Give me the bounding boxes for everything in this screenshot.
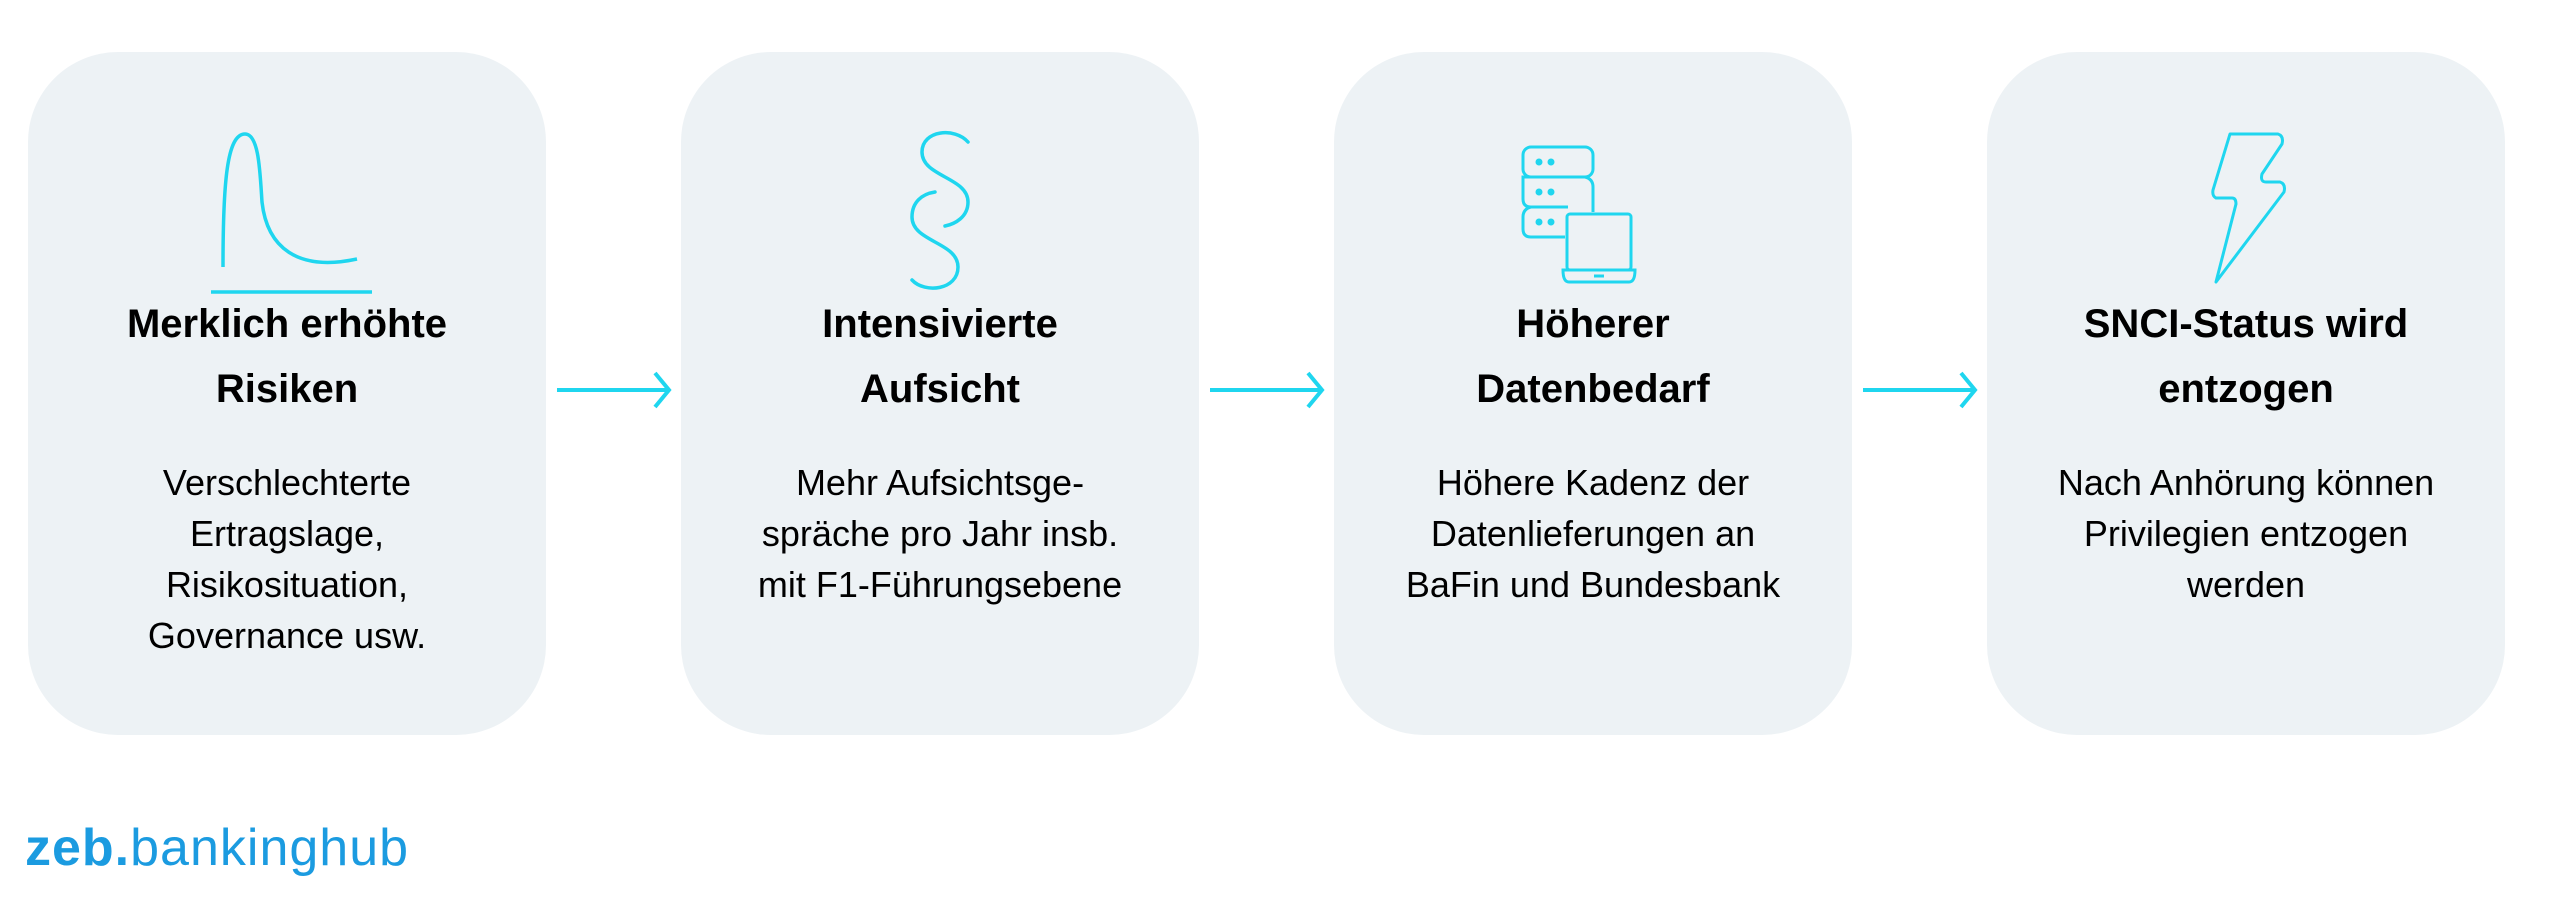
logo-light-text: bankinghub: [130, 819, 410, 877]
step-title: Merklich erhöhte Risiken: [38, 292, 536, 422]
step-title: Höherer Datenbedarf: [1344, 292, 1842, 422]
title-line: Datenbedarf: [1476, 367, 1710, 411]
logo-bold-text: zeb.: [25, 819, 131, 877]
step-card-4: SNCI-Status wird entzogen Nach Anhörung …: [1987, 52, 2505, 735]
title-line: entzogen: [2158, 367, 2334, 411]
step-description: Nach Anhörung können Privilegien entzoge…: [1997, 457, 2495, 610]
arrow-right-icon: [557, 371, 672, 409]
body-line: werden: [2186, 564, 2306, 605]
body-line: Datenlieferungen an: [1430, 513, 1756, 554]
lightning-bolt-icon: [1987, 122, 2505, 302]
body-line: BaFin und Bundesbank: [1405, 564, 1781, 605]
title-line: Merklich erhöhte: [126, 302, 448, 346]
paragraph-section-icon: [681, 122, 1199, 302]
title-line: SNCI-Status wird: [2083, 302, 2409, 346]
title-line: Aufsicht: [860, 367, 1020, 411]
title-line: Höherer: [1516, 302, 1670, 346]
body-line: Höhere Kadenz der: [1436, 462, 1750, 503]
arrow-right-icon: [1863, 371, 1978, 409]
arrow-right-icon: [1210, 371, 1325, 409]
title-line: Risiken: [215, 367, 359, 411]
skewed-distribution-curve-icon: [28, 122, 546, 302]
body-line: Privilegien entzogen: [2083, 513, 2409, 554]
step-title: SNCI-Status wird entzogen: [1997, 292, 2495, 422]
step-card-1: Merklich erhöhte Risiken Verschlechterte…: [28, 52, 546, 735]
body-line: mit F1-Führungsebene: [757, 564, 1123, 605]
body-line: Nach Anhörung können: [2057, 462, 2435, 503]
body-line: Mehr Aufsichtsge-: [795, 462, 1085, 503]
step-description: Höhere Kadenz der Datenlieferungen an Ba…: [1344, 457, 1842, 610]
body-line: Ertragslage,: [189, 513, 385, 554]
server-laptop-icon: [1334, 122, 1852, 302]
step-title: Intensivierte Aufsicht: [691, 292, 1189, 422]
step-description: Mehr Aufsichtsge- spräche pro Jahr insb.…: [691, 457, 1189, 610]
body-line: Verschlechterte: [162, 462, 412, 503]
step-card-3: Höherer Datenbedarf Höhere Kadenz der Da…: [1334, 52, 1852, 735]
step-description: Verschlechterte Ertragslage, Risikositua…: [38, 457, 536, 661]
zeb-bankinghub-logo: zeb.bankinghub: [25, 818, 409, 878]
body-line: spräche pro Jahr insb.: [761, 513, 1119, 554]
body-line: Governance usw.: [147, 615, 427, 656]
step-card-2: Intensivierte Aufsicht Mehr Aufsichtsge-…: [681, 52, 1199, 735]
title-line: Intensivierte: [822, 302, 1058, 346]
body-line: Risikosituation,: [165, 564, 409, 605]
